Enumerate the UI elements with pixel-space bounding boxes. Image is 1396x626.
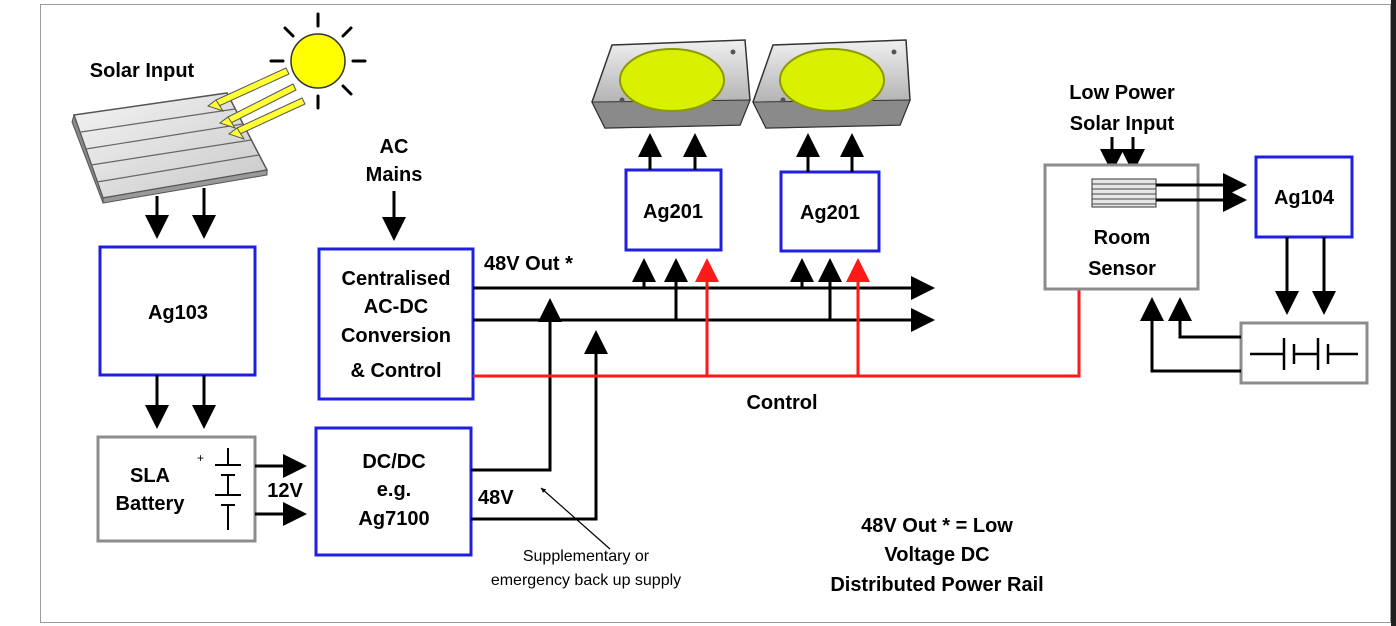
battery-to-dcdc-arrows (255, 454, 307, 526)
solar-panel-icon (71, 92, 269, 204)
battery-symbol-icon (215, 448, 241, 530)
rails-to-ag201-2 (790, 258, 842, 320)
control-label: Control (746, 392, 817, 414)
battery-plus-sign: + (197, 451, 204, 465)
dcdc-block (314, 426, 473, 557)
note-line1: 48V Out * = Low (861, 515, 1013, 537)
supplementary-line2: emergency back up supply (491, 572, 681, 589)
diagram-frame (40, 4, 1391, 623)
ac-mains-line2: Mains (366, 164, 423, 186)
battery-to-sensor-lines (1140, 297, 1241, 373)
sensor-to-ag104-arrows (1156, 173, 1247, 212)
right-edge (1391, 0, 1396, 626)
ag104-block (1254, 155, 1354, 239)
room-sensor-line2: Sensor (1088, 258, 1156, 280)
dcdc-label-line1: DC/DC (362, 451, 425, 473)
rails-to-ag201-1 (632, 258, 688, 320)
sla-battery-block (96, 435, 257, 543)
12v-label: 12V (267, 480, 303, 502)
room-sensor-line1: Room (1094, 227, 1151, 249)
note-line2: Voltage DC (884, 544, 989, 566)
ag103-label: Ag103 (148, 302, 208, 324)
panel-to-ag103-arrows (145, 188, 216, 239)
sun-ray-arrows (206, 67, 306, 140)
ag103-block (98, 245, 257, 377)
dcdc-label-line2: e.g. (377, 479, 411, 501)
ag201-label-1: Ag201 (643, 201, 703, 223)
48v-out-label: 48V Out * (484, 253, 573, 275)
dcdc-to-rails-lines (471, 298, 608, 521)
48v-label: 48V (478, 487, 514, 509)
solar-input-label: Solar Input (90, 60, 195, 82)
sla-label-line1: SLA (130, 465, 170, 487)
ag201-label-2: Ag201 (800, 202, 860, 224)
sun-icon (269, 12, 367, 110)
low-power-line2: Solar Input (1070, 113, 1175, 135)
central-label-line1: Centralised (342, 268, 451, 290)
low-power-line1: Low Power (1069, 82, 1175, 104)
led-module-icon-2 (752, 39, 911, 129)
central-label-line4: & Control (350, 360, 441, 382)
central-acdc-block (317, 247, 475, 401)
ag201-to-led-arrows (638, 133, 864, 172)
control-line (473, 258, 1081, 378)
ag104-to-battery-arrows (1275, 237, 1336, 315)
mini-solar-cell-icon (1091, 178, 1157, 208)
central-label-line3: Conversion (341, 325, 451, 347)
supplementary-pointer (540, 487, 611, 550)
ag201-block-2 (779, 170, 881, 253)
note-line3: Distributed Power Rail (830, 574, 1043, 596)
led-module-icon-1 (591, 39, 751, 129)
dcdc-label-line3: Ag7100 (358, 508, 429, 530)
small-battery-symbol-icon (1250, 338, 1358, 370)
central-label-line2: AC-DC (364, 296, 428, 318)
supplementary-line1: Supplementary or (523, 548, 650, 565)
ag201-block-1 (624, 168, 723, 252)
ag104-label: Ag104 (1274, 187, 1335, 209)
power-rails (473, 276, 935, 332)
ag103-to-battery-arrows (145, 375, 216, 429)
sla-label-line2: Battery (116, 493, 186, 515)
ac-mains-line1: AC (380, 136, 409, 158)
